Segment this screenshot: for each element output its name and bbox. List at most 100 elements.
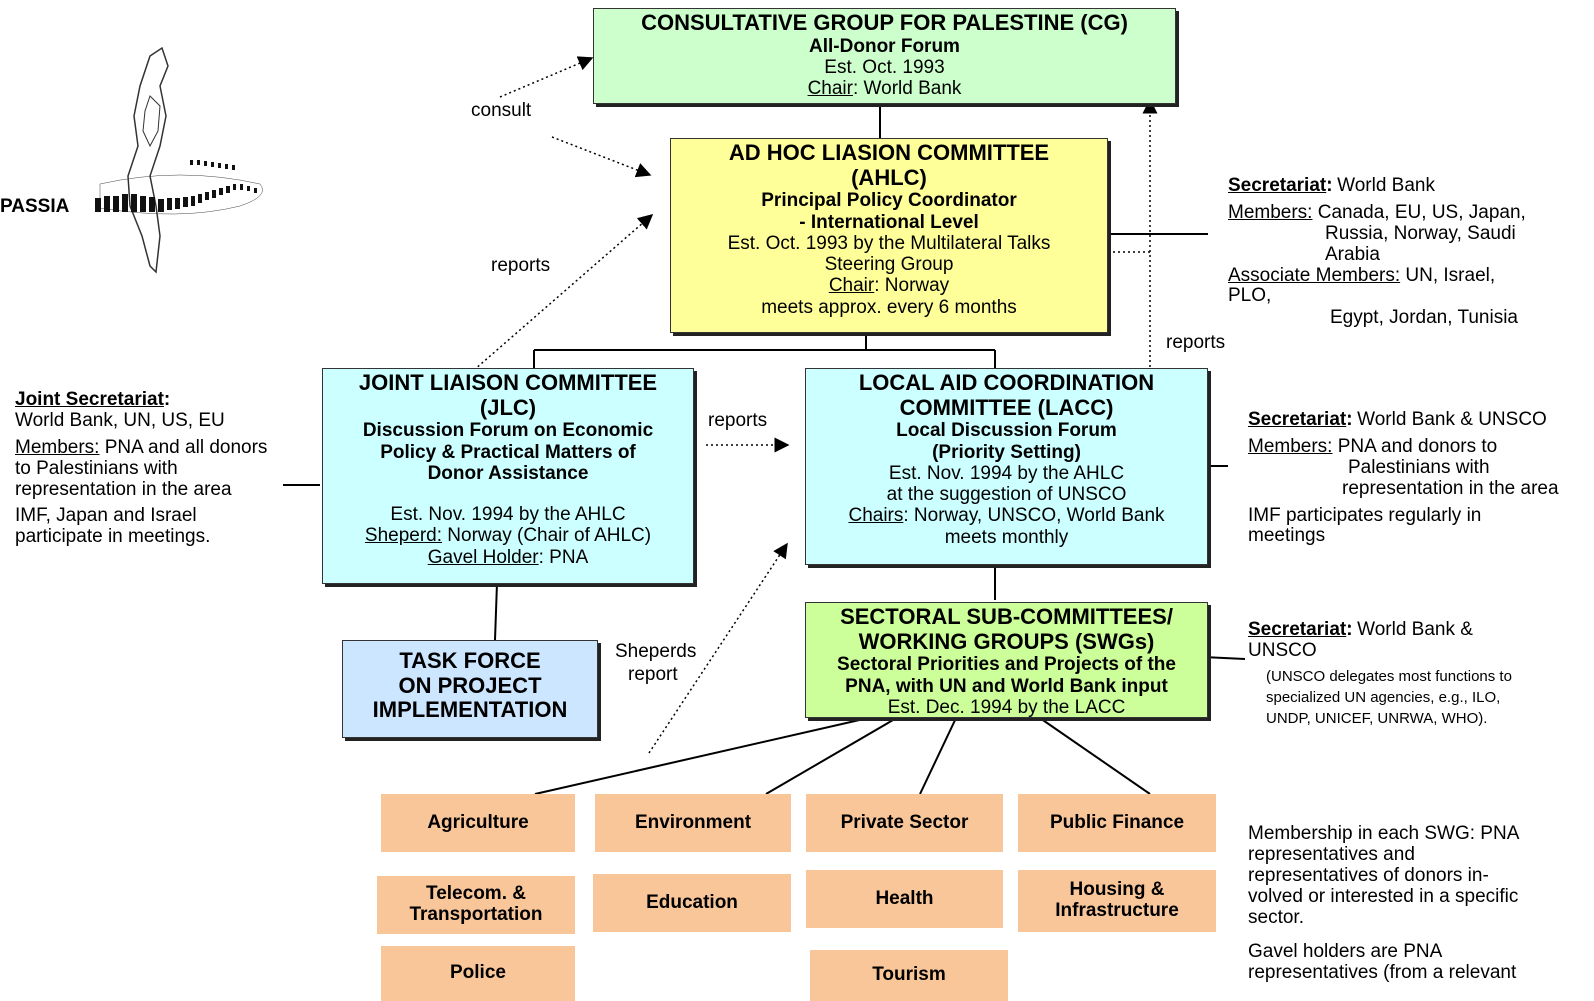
lacc-est1: Est. Nov. 1994 by the AHLC [888, 462, 1125, 484]
lacc-meets: meets monthly [944, 526, 1069, 548]
swg-note2: specialized UN agencies, e.g., ILO, [1266, 688, 1501, 706]
swg-secretariat-value2: UNSCO [1248, 639, 1317, 661]
lacc-title2: COMMITTEE (LACC) [899, 394, 1114, 420]
sheperds-label: Sheperds [615, 641, 697, 662]
swg-finance-line [1036, 715, 1151, 795]
swg-note1: (UNSCO delegates most functions to [1266, 667, 1512, 685]
lacc-sub1: Local Discussion Forum [896, 420, 1117, 442]
sector-public-finance: Public Finance [1018, 794, 1216, 852]
ahlc-chair-label: Chair [828, 275, 875, 297]
lacc-chairs-value: : Norway, UNSCO, World Bank [903, 505, 1165, 527]
taskforce-line3: IMPLEMENTATION [372, 697, 568, 723]
ahlc-assoc-label: Associate Members: [1228, 264, 1401, 286]
ahlc-chair-value: : Norway [874, 275, 950, 297]
cg-title: CONSULTATIVE GROUP FOR PALESTINE (CG) [641, 10, 1128, 35]
lacc-secretariat-value: : World Bank & UNSCO [1346, 410, 1547, 430]
swg-sub2: PNA, with UN and World Bank input [845, 675, 1168, 697]
lacc-chairs: Chairs: Norway, UNSCO, World Bank [806, 505, 1207, 526]
consult-label: consult [471, 100, 532, 121]
jlc-gavel-value: : PNA [538, 546, 589, 568]
ahlc-chair: Chair: Norway [671, 275, 1107, 296]
taskforce-line1: TASK FORCE [399, 648, 541, 673]
jlc-box: JOINT LIAISON COMMITTEE (JLC) Discussion… [322, 368, 694, 584]
ahlc-secretariat: Secretariat:: World Bank [1228, 176, 1435, 196]
jlc-members-value3: representation in the area [15, 478, 232, 500]
reports-right-label: reports [1166, 332, 1226, 353]
jlc-title1: JOINT LIAISON COMMITTEE [358, 370, 658, 395]
swg-title1: SECTORAL SUB-COMMITTEES/ [840, 604, 1173, 629]
lacc-est2: at the suggestion of UNSCO [886, 484, 1127, 506]
cg-chair: Chair: World Bank [594, 78, 1175, 99]
ahlc-members-value2: Russia, Norway, Saudi [1325, 222, 1516, 244]
cg-chair-value: : World Bank [852, 78, 962, 100]
taskforce-box: TASK FORCE ON PROJECT IMPLEMENTATION [342, 640, 598, 738]
jlc-est: Est. Nov. 1994 by the AHLC [390, 504, 626, 526]
jlc-sub3: Donor Assistance [427, 462, 589, 484]
jlc-sheperd-value: Norway (Chair of AHLC) [442, 525, 652, 547]
membership-line3: representatives of donors in- [1248, 864, 1489, 886]
jlc-secretariat-heading: Joint Secretariat: [15, 389, 171, 410]
lacc-secretariat-label: Secretariat [1248, 410, 1347, 430]
gavel-line1: Gavel holders are PNA [1248, 941, 1443, 963]
jlc-sheperd: Sheperd: Norway (Chair of AHLC) [323, 525, 693, 546]
cg-box: CONSULTATIVE GROUP FOR PALESTINE (CG) Al… [593, 8, 1176, 104]
lacc-members-value2: Palestinians with [1348, 456, 1490, 478]
ahlc-assoc-value1: UN, Israel, [1400, 264, 1496, 286]
jlc-sub2: Policy & Practical Matters of [380, 441, 636, 463]
sector-telecom: Telecom. &Transportation [377, 876, 575, 934]
ahlc-sub1: Principal Policy Coordinator [761, 190, 1017, 212]
sector-education: Education [593, 874, 791, 932]
jlc-imf2: participate in meetings. [15, 526, 211, 548]
ahlc-secretariat-label: Secretariat [1228, 176, 1327, 196]
jlc-members-value2: to Palestinians with [15, 457, 178, 479]
membership-line5: sector. [1248, 906, 1304, 928]
membership-line2: representatives and [1248, 843, 1415, 865]
ahlc-assoc: Associate Members: UN, Israel, [1228, 264, 1594, 287]
lacc-members-label: Members: [1248, 435, 1333, 457]
lacc-side-info: Secretariat:: World Bank & UNSCO Members… [1248, 410, 1594, 550]
lacc-title1: LOCAL AID COORDINATION [858, 370, 1155, 395]
jlc-imf1: IMF, Japan and Israel [15, 505, 197, 527]
ahlc-est2: Steering Group [824, 254, 954, 276]
gavel-line2: representatives (from a relevant [1248, 962, 1517, 984]
jlc-taskforce-line [494, 582, 498, 641]
sector-health: Health [806, 870, 1003, 928]
swg-secretariat-label: Secretariat [1248, 619, 1347, 640]
sector-police: Police [381, 946, 575, 1001]
ahlc-side-info: Secretariat:: World Bank Members: Canada… [1228, 176, 1594, 336]
swg-env-line [765, 715, 901, 795]
jlc-secretariat-value: World Bank, UN, US, EU [15, 409, 225, 431]
reports-jlc-ahlc-arrow [473, 214, 654, 371]
cg-chair-label: Chair [807, 78, 853, 100]
passia-logo: PASSIA [0, 36, 290, 281]
membership-line4: volved or interested in a specific [1248, 885, 1519, 907]
swg-private-line [919, 715, 958, 795]
sector-housing: Housing &Infrastructure [1018, 870, 1216, 932]
jlc-members-value1: PNA and all donors [99, 436, 268, 458]
swg-side-info: Secretariat:: World Bank & UNSCO (UNSCO … [1248, 619, 1594, 729]
ahlc-est1: Est. Oct. 1993 by the Multilateral Talks [727, 232, 1051, 254]
swg-agri-line [534, 715, 878, 795]
consult-arrow-ahlc [551, 136, 652, 178]
jlc-sub1: Discussion Forum on Economic [362, 420, 654, 442]
cg-est: Est. Oct. 1993 [824, 56, 945, 78]
ahlc-sub2: - International Level [799, 211, 979, 233]
jlc-secretariat-label: Joint Secretariat [15, 389, 164, 410]
logo-text: PASSIA [0, 196, 70, 217]
cg-subtitle: All-Donor Forum [809, 35, 960, 57]
ahlc-assoc-value3: Egypt, Jordan, Tunisia [1330, 307, 1518, 329]
sector-private-sector: Private Sector [806, 794, 1003, 852]
jlc-gavel-label: Gavel Holder [427, 546, 539, 568]
ahlc-members: Members: Canada, EU, US, Japan, [1228, 201, 1594, 224]
swg-secretariat: Secretariat:: World Bank & [1248, 619, 1473, 640]
swg-note3: UNDP, UNICEF, UNRWA, WHO). [1266, 709, 1488, 727]
ahlc-members-label: Members: [1228, 201, 1313, 223]
swg-title2: WORKING GROUPS (SWGs) [858, 628, 1155, 654]
reports-lacc-label: reports [708, 410, 768, 431]
swg-sub1: Sectoral Priorities and Projects of the [837, 654, 1176, 676]
sector-agriculture: Agriculture [381, 794, 575, 852]
palestine-map-icon: PASSIA [0, 46, 263, 274]
swg-secretariat-value: : World Bank & [1346, 619, 1473, 640]
taskforce-line2: ON PROJECT [398, 672, 542, 698]
